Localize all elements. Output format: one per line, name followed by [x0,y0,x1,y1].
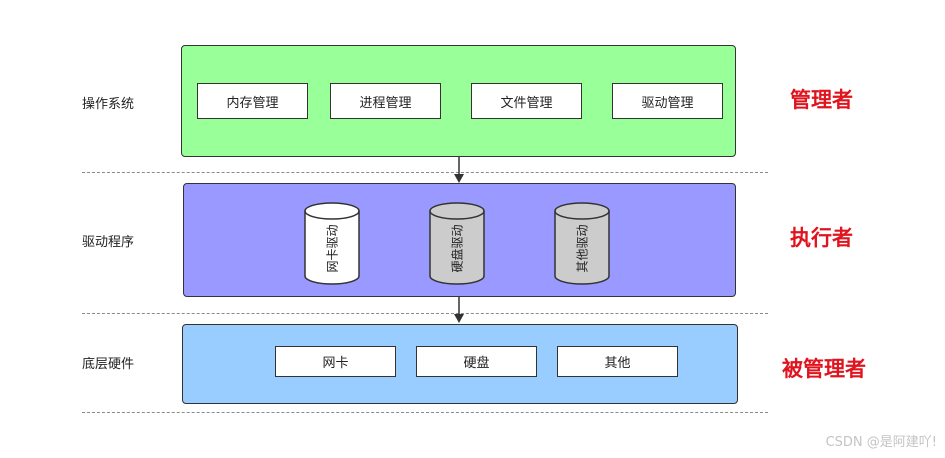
role-manager: 管理者 [790,88,853,112]
os-item-memory: 内存管理 [197,83,308,119]
hw-item-nic: 网卡 [275,346,396,377]
cylinder-nic-driver: 网卡驱动 [304,202,360,286]
database-icon [554,202,610,285]
role-executor: 执行者 [790,226,853,250]
os-item-file: 文件管理 [471,83,582,119]
layer-label-hardware: 底层硬件 [82,357,135,372]
cylinder-label: 其他驱动 [575,223,590,273]
role-managed: 被管理者 [782,357,866,381]
arrow-head [454,314,464,323]
layer-label-os: 操作系统 [82,97,135,112]
arrow-head [454,174,464,183]
hw-item-other: 其他 [557,346,678,377]
watermark: CSDN @是阿建吖! [825,435,937,450]
separator-line [82,313,768,314]
layer-label-drivers: 驱动程序 [82,235,135,250]
separator-line [82,412,768,413]
os-item-driver-mgmt: 驱动管理 [612,83,723,119]
cylinder-label: 硬盘驱动 [450,223,465,273]
os-item-process: 进程管理 [330,83,441,119]
database-icon [304,202,360,285]
separator-line [82,172,768,173]
database-icon [429,202,485,285]
hw-item-disk: 硬盘 [416,346,537,377]
cylinder-label: 网卡驱动 [325,223,340,273]
cylinder-other-driver: 其他驱动 [554,202,610,286]
cylinder-disk-driver: 硬盘驱动 [429,202,485,286]
